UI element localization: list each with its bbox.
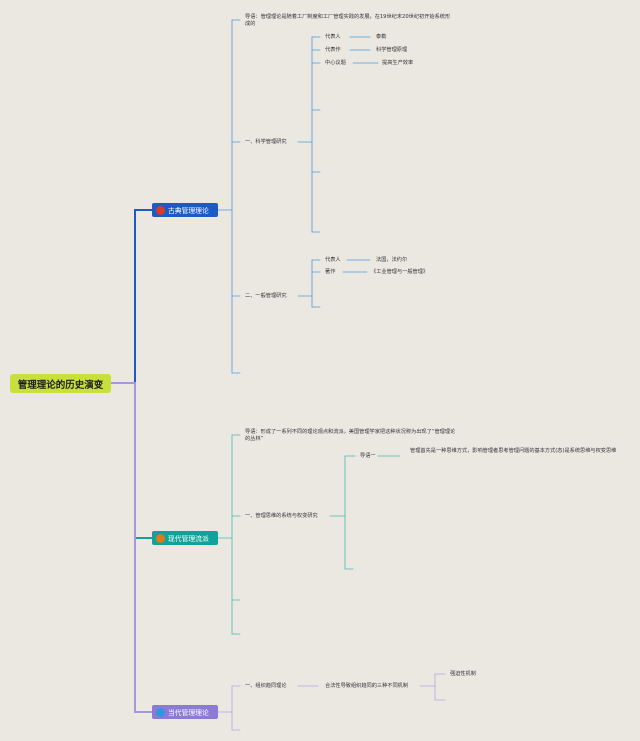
era-contemporary[interactable]: 当代管理理论 <box>152 705 218 719</box>
scientific-key-representative[interactable]: 代表人 <box>325 34 341 40</box>
orange-circle-icon <box>156 533 165 543</box>
modern-connectors <box>217 434 401 635</box>
systems-value-intro[interactable]: 管理首先是一种思维方式，影响管理者思考管理问题的基本方式(态)是系统思维与权变思… <box>410 448 617 454</box>
scientific-value-work[interactable]: 科学管理原理 <box>376 47 408 53</box>
general-key-book[interactable]: 著作 <box>325 269 336 275</box>
blue-circle-icon <box>156 707 165 717</box>
trunk-modern <box>110 382 153 539</box>
trunk-classical <box>110 209 153 384</box>
systems-key-intro[interactable]: 导语一 <box>360 453 376 459</box>
general-value-book[interactable]: 《工业管理与一般管理》 <box>371 269 429 275</box>
general-value-representative[interactable]: 法国，法约尔 <box>376 257 408 263</box>
general-key-representative[interactable]: 代表人 <box>325 257 341 263</box>
scientific-value-representative[interactable]: 泰勒 <box>376 34 387 40</box>
classical-intro[interactable]: 导语：管理理论是随着工厂制度和工厂管理实践的发展，在19世纪末20世纪初开始系统… <box>245 14 451 27</box>
root-topic-label: 管理理论的历史演变 <box>17 379 104 391</box>
red-circle-icon <box>156 205 165 215</box>
classical-branch-general[interactable]: 二、一般管理研究 <box>245 293 287 299</box>
classical-branch-scientific[interactable]: 一、科学管理研究 <box>245 139 287 145</box>
classical-connectors <box>217 19 379 374</box>
scientific-value-topic[interactable]: 提高生产效率 <box>382 60 414 66</box>
scientific-key-topic[interactable]: 中心议题 <box>325 60 346 66</box>
trunk-contemporary <box>110 382 153 713</box>
modern-intro[interactable]: 导语：形成了一系列不同的理论观点和流派，美国管理学家把这种状况称为出现了“管理理… <box>245 429 456 442</box>
era-modern[interactable]: 现代管理流派 <box>152 531 218 545</box>
modern-branch-systems[interactable]: 一、管理思维的系统与权变研究 <box>245 513 318 519</box>
era-modern-label: 现代管理流派 <box>168 535 209 543</box>
contemporary-connectors <box>217 673 446 731</box>
root-topic[interactable]: 管理理论的历史演变 <box>10 374 111 393</box>
era-classical[interactable]: 古典管理理论 <box>152 203 218 217</box>
era-contemporary-label: 当代管理理论 <box>168 709 209 717</box>
scientific-key-work[interactable]: 代表作 <box>325 47 341 53</box>
isomorphism-key-mechanisms[interactable]: 合法性导致组织趋同的三种不同机制 <box>325 683 409 689</box>
isomorphism-value-coercive[interactable]: 强迫性机制 <box>450 671 476 677</box>
contemporary-branch-isomorphism[interactable]: 一、组织趋同理论 <box>245 683 287 689</box>
era-classical-label: 古典管理理论 <box>168 207 209 215</box>
